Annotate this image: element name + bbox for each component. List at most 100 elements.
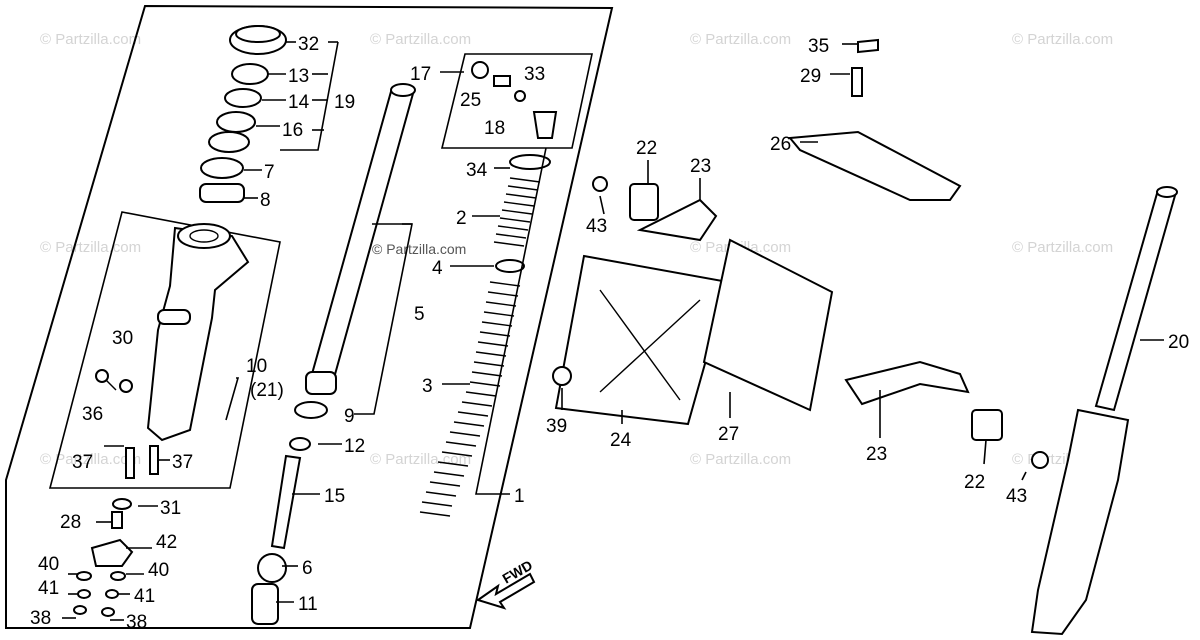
stud-37-left	[125, 447, 135, 479]
callout-18: 18	[484, 118, 505, 139]
callout-5: 5	[414, 304, 425, 325]
bolt-36-shank	[105, 379, 117, 391]
callout-38-right: 38	[126, 612, 147, 633]
callout-32: 32	[298, 34, 319, 55]
bolt-29	[851, 67, 863, 97]
fork-leg-20-tube	[1094, 188, 1178, 412]
fork-assembly-outline	[5, 4, 614, 629]
fork-leg-20-slider	[1030, 408, 1130, 636]
callout-41-right: 41	[134, 586, 155, 607]
dust-seal-32-top	[235, 25, 281, 43]
callout-7: 7	[264, 162, 275, 183]
callout-19: 19	[334, 92, 355, 113]
ring-12	[289, 437, 311, 451]
callout-35: 35	[808, 36, 829, 57]
locknut-13	[231, 63, 269, 85]
callout-10: 10	[246, 356, 267, 377]
callout-29: 29	[800, 66, 821, 87]
cover-24-ribs	[599, 289, 701, 401]
fwd-indicator: FWD	[475, 557, 536, 610]
callout-3: 3	[422, 376, 433, 397]
callout-33: 33	[524, 64, 545, 85]
fork-tube-group	[251, 83, 416, 625]
callout-40-left: 40	[38, 554, 59, 575]
axle-boss	[157, 309, 191, 325]
bolt-28	[111, 511, 123, 529]
seal-34	[509, 154, 551, 170]
bolt-43-lower	[1031, 451, 1049, 469]
callout-15: 15	[324, 486, 345, 507]
bolt-43-upper	[592, 176, 608, 192]
watermark-center: © Partzilla.com	[372, 241, 466, 257]
washer-31	[112, 498, 132, 510]
washer-30	[119, 379, 133, 393]
callout-42: 42	[156, 532, 177, 553]
watermark: © Partzilla.com	[690, 31, 791, 48]
fork-slider-body	[146, 226, 250, 442]
watermark: © Partzilla.com	[40, 239, 141, 256]
stud-37-right	[149, 445, 159, 475]
callout-23-lower: 23	[866, 444, 887, 465]
race-8	[199, 183, 245, 203]
callout-24: 24	[610, 430, 632, 451]
callout-30: 30	[112, 328, 133, 349]
short-spring-2	[493, 177, 541, 247]
case-27	[702, 238, 834, 412]
callout-28: 28	[60, 512, 81, 533]
callout-1: 1	[514, 486, 525, 507]
cover-24	[554, 254, 730, 426]
callout-37-left: 37	[72, 452, 93, 473]
callout-37-right: 37	[172, 452, 193, 473]
callout-2: 2	[456, 208, 467, 229]
axle-clamp-parts	[73, 498, 134, 617]
watermark: © Partzilla.com	[40, 451, 141, 468]
damper-valve-parts	[471, 61, 558, 139]
washer-41-right	[105, 589, 119, 599]
callout-12: 12	[344, 436, 365, 457]
watermark: © Partzilla.com	[1012, 31, 1113, 48]
callout-40-right: 40	[148, 560, 169, 581]
nut-40-left	[76, 571, 92, 581]
valve-body-18	[493, 75, 511, 87]
fork-tube-5-top	[390, 83, 416, 97]
top-bridge-26	[788, 130, 962, 201]
bearing-16	[216, 111, 256, 133]
damper-rod-15	[270, 454, 302, 550]
callout-38-left: 38	[30, 608, 51, 629]
washer-38-right	[101, 607, 115, 617]
callout-9: 9	[344, 406, 355, 427]
spacer-4	[495, 259, 525, 273]
watermark: © Partzilla.com	[370, 31, 471, 48]
callout-41-left: 41	[38, 578, 59, 599]
bracket-23-upper	[636, 198, 718, 242]
callout-16: 16	[282, 120, 303, 141]
bearing-race	[208, 131, 250, 153]
fork-leg-20-top	[1156, 186, 1178, 198]
bushing-9	[294, 401, 328, 419]
callout-labels: 32 13 14 16 19 7 8 10 (21) 30 36 37 37 3…	[30, 34, 1189, 633]
spring-group	[419, 154, 551, 517]
callout-20: 20	[1168, 332, 1189, 353]
callout-14: 14	[288, 92, 310, 113]
cap-35	[857, 38, 879, 54]
washer-14	[224, 88, 262, 108]
holder-22-lower	[971, 409, 1003, 441]
bearing-7	[200, 157, 244, 179]
callout-31: 31	[160, 498, 181, 519]
fork-slider-bore	[189, 229, 219, 243]
callout-43-upper: 43	[586, 216, 607, 237]
callout-27: 27	[718, 424, 739, 445]
nut-39	[552, 366, 572, 386]
fork-slider-10	[95, 223, 250, 479]
leader-lines	[62, 41, 1164, 621]
callout-6: 6	[302, 558, 313, 579]
nut-40-right	[110, 571, 126, 581]
rebound-spring-6	[257, 553, 287, 583]
callout-21: (21)	[250, 380, 284, 401]
callout-11: 11	[298, 594, 318, 615]
callout-34: 34	[466, 160, 488, 181]
watermark: © Partzilla.com	[40, 31, 141, 48]
fork-tube-5	[310, 86, 416, 380]
ring-33	[514, 90, 526, 102]
washer-41-left	[77, 589, 91, 599]
